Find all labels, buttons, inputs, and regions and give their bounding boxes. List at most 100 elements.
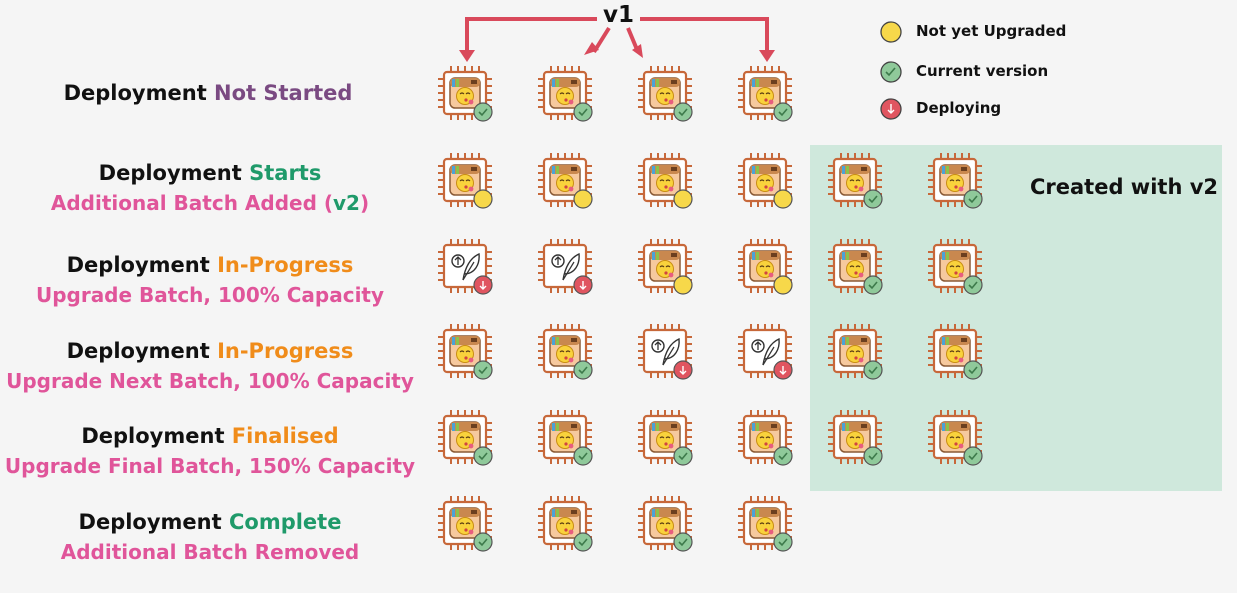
v2-region-label: Created with v2: [1030, 175, 1219, 199]
status-badge-red: [473, 275, 493, 295]
server-chip-app: [738, 153, 793, 209]
row-subtitle: Upgrade Batch, 100% Capacity: [0, 280, 420, 310]
status-badge-green: [673, 532, 693, 552]
server-chip-app: [638, 410, 693, 466]
row-subtitle-text: Additional Batch Removed: [60, 540, 360, 564]
row-title: Deployment Not Started: [0, 78, 418, 108]
row-title-prefix: Deployment: [81, 424, 225, 448]
server-chip-upgrading: [738, 324, 793, 380]
row-title: Deployment Starts: [0, 158, 420, 188]
status-badge-green: [773, 102, 793, 122]
status-badge-green: [573, 446, 593, 466]
status-badge-red: [573, 275, 593, 295]
server-chip-app: [928, 153, 983, 209]
status-badge-green: [573, 532, 593, 552]
status-badge-yellow: [573, 189, 593, 209]
v1-arrows: [459, 17, 775, 62]
server-chip-upgrading: [638, 324, 693, 380]
server-chip-app: [828, 239, 883, 295]
server-chip-app: [738, 239, 793, 295]
row-title-prefix: Deployment: [66, 339, 210, 363]
row-title: Deployment Finalised: [0, 421, 420, 451]
server-chip-app: [928, 324, 983, 380]
arrow-head: [759, 50, 775, 62]
server-row-1: [438, 66, 793, 122]
server-chip-app: [438, 410, 493, 466]
row-title: Deployment In-Progress: [0, 336, 420, 366]
server-row-6: [438, 496, 793, 552]
server-chip-app: [638, 66, 693, 122]
row-title-prefix: Deployment: [63, 81, 207, 105]
row-status: Starts: [249, 161, 322, 185]
legend-marker-red: [880, 98, 902, 120]
legend-marker-yellow: [880, 21, 902, 43]
status-badge-green: [473, 360, 493, 380]
status-badge-yellow: [473, 189, 493, 209]
status-badge-green: [673, 102, 693, 122]
status-badge-green: [863, 446, 883, 466]
server-chip-upgrading: [538, 239, 593, 295]
server-chip-app: [438, 66, 493, 122]
server-chip-app: [738, 410, 793, 466]
server-chip-app: [928, 239, 983, 295]
row-subtitle: Upgrade Next Batch, 100% Capacity: [0, 366, 420, 396]
row-subtitle-text: Upgrade Batch, 100% Capacity: [35, 283, 385, 307]
status-badge-green: [963, 446, 983, 466]
server-chip-app: [828, 153, 883, 209]
status-badge-green: [573, 102, 593, 122]
server-row-2: [438, 153, 983, 209]
row-status: Not Started: [214, 81, 353, 105]
server-chip-app: [638, 153, 693, 209]
status-badge-red: [673, 360, 693, 380]
legend-markers: [880, 21, 902, 120]
row-title-prefix: Deployment: [78, 510, 222, 534]
status-badge-yellow: [673, 275, 693, 295]
server-chip-upgrading: [438, 239, 493, 295]
status-badge-green: [773, 446, 793, 466]
server-chip-app: [438, 153, 493, 209]
row-title-prefix: Deployment: [66, 253, 210, 277]
server-chip-app: [438, 324, 493, 380]
server-chip-app: [538, 66, 593, 122]
server-row-5: [438, 410, 983, 466]
row-subtitle-suffix: ): [359, 191, 370, 215]
status-badge-green: [773, 532, 793, 552]
row-label-1: Deployment Not Started: [0, 78, 418, 108]
status-badge-green: [673, 446, 693, 466]
legend-label-red: Deploying: [916, 99, 1002, 117]
server-chip-app: [638, 496, 693, 552]
server-row-3: [438, 239, 983, 295]
server-chip-app: [438, 496, 493, 552]
legend-marker-green: [880, 61, 902, 83]
server-chip-app: [828, 324, 883, 380]
status-badge-green: [963, 360, 983, 380]
status-badge-yellow: [673, 189, 693, 209]
server-chip-app: [538, 496, 593, 552]
row-subtitle: Additional Batch Removed: [0, 537, 420, 567]
row-status: In-Progress: [217, 253, 354, 277]
status-badge-green: [963, 189, 983, 209]
status-badge-yellow: [773, 189, 793, 209]
server-chip-app: [538, 324, 593, 380]
status-badge-green: [863, 275, 883, 295]
status-badge-green: [473, 102, 493, 122]
row-subtitle: Additional Batch Added (v2): [0, 188, 420, 218]
status-badge-red: [773, 360, 793, 380]
server-chip-app: [828, 410, 883, 466]
row-subtitle-text: Upgrade Final Batch, 150% Capacity: [4, 454, 416, 478]
status-badge-yellow: [773, 275, 793, 295]
server-chip-app: [538, 410, 593, 466]
row-subtitle-text: Additional Batch Added (: [50, 191, 334, 215]
arrow-head: [632, 44, 643, 58]
legend-label-green: Current version: [916, 62, 1049, 80]
row-subtitle-version: v2: [333, 191, 360, 215]
status-badge-green: [573, 360, 593, 380]
status-badge-green: [863, 360, 883, 380]
row-subtitle-text: Upgrade Next Batch, 100% Capacity: [6, 369, 414, 393]
server-chip-app: [928, 410, 983, 466]
